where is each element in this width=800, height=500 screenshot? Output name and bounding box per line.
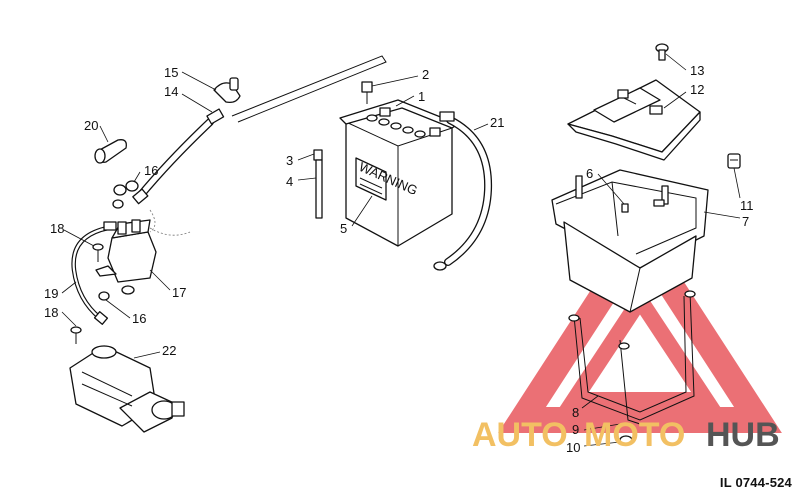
callout-label-8: 8: [572, 405, 579, 420]
callout-label-16-upper: 16: [144, 163, 158, 178]
callout-21: 21: [473, 115, 504, 131]
callout-12: 12: [663, 82, 704, 109]
callout-18-lower: 18: [44, 305, 77, 327]
nut-16-lower: [98, 291, 110, 301]
callout-label-14: 14: [164, 84, 178, 99]
callout-2: 2: [371, 67, 429, 87]
callout-19: 19: [44, 281, 77, 301]
cable-14: [132, 108, 225, 205]
callout-label-20: 20: [84, 118, 98, 133]
watermark-text-hub: HUB: [706, 416, 780, 454]
callout-1: 1: [395, 89, 425, 107]
hold-down-plate-12: [567, 79, 701, 161]
callout-4: 4: [286, 174, 317, 189]
boot-cap-20: [94, 139, 127, 164]
callout-9: 9: [572, 422, 621, 437]
cable-19: [71, 221, 117, 325]
callout-label-17: 17: [172, 285, 186, 300]
callout-label-13: 13: [690, 63, 704, 78]
vent-tube-3-4: [313, 149, 323, 219]
callout-label-9: 9: [572, 422, 579, 437]
callout-15: 15: [164, 65, 217, 91]
watermark-text-moto: MOTO: [584, 416, 685, 454]
callout-3: 3: [286, 153, 315, 168]
terminal-boot-15: [213, 77, 241, 104]
solenoid-dashline: [149, 227, 191, 236]
callout-label-16-lower: 16: [132, 311, 146, 326]
cable-21: [433, 111, 493, 271]
callout-label-22: 22: [162, 343, 176, 358]
callout-label-10: 10: [566, 440, 580, 455]
callout-10: 10: [566, 440, 621, 455]
callout-22: 22: [133, 343, 176, 359]
watermark-text: AUTO MOTO HUB: [472, 416, 780, 454]
callout-17: 17: [149, 269, 186, 300]
warning-label: [355, 157, 387, 201]
callout-18-upper: 18: [50, 221, 95, 247]
screw-18-lower: [70, 326, 82, 344]
callout-label-5: 5: [340, 221, 347, 236]
callout-20: 20: [84, 118, 109, 143]
callout-16-upper: 16: [133, 163, 158, 183]
brackets-8-9: [568, 290, 696, 425]
watermark-text-auto: AUTO: [472, 416, 568, 454]
callout-label-7: 7: [742, 214, 749, 229]
callout-label-6: 6: [586, 166, 593, 181]
screw-18-upper: [92, 243, 104, 262]
callout-11: 11: [733, 167, 754, 213]
callout-label-15: 15: [164, 65, 178, 80]
plug-13: [655, 43, 669, 61]
nut-10: [619, 435, 633, 445]
callout-label-1: 1: [418, 89, 425, 104]
callout-5: 5: [340, 195, 373, 236]
terminal-bolt-2: [361, 81, 373, 104]
callout-label-19: 19: [44, 286, 58, 301]
battery-1: WARNING: [339, 99, 459, 247]
callout-6: 6: [586, 166, 625, 205]
battery-box-7: [551, 169, 709, 313]
callout-13: 13: [665, 53, 704, 78]
callout-16-lower: 16: [105, 299, 146, 326]
callout-label-4: 4: [286, 174, 293, 189]
latch-11: [727, 153, 741, 169]
assembly-bracket-line: [231, 55, 387, 123]
callout-label-3: 3: [286, 153, 293, 168]
callout-label-18-upper: 18: [50, 221, 64, 236]
starter-motor-22: [69, 345, 185, 433]
callout-7: 7: [703, 211, 749, 229]
figure-id: IL 0744-524: [719, 475, 792, 490]
starter-solenoid-17: [95, 219, 157, 295]
callout-14: 14: [164, 84, 213, 113]
callout-label-2: 2: [422, 67, 429, 82]
callout-label-21: 21: [490, 115, 504, 130]
callout-8: 8: [572, 395, 599, 420]
callout-label-12: 12: [690, 82, 704, 97]
callout-label-11: 11: [740, 198, 754, 213]
nut-16-upper: [112, 180, 139, 209]
callout-label-18-lower: 18: [44, 305, 58, 320]
